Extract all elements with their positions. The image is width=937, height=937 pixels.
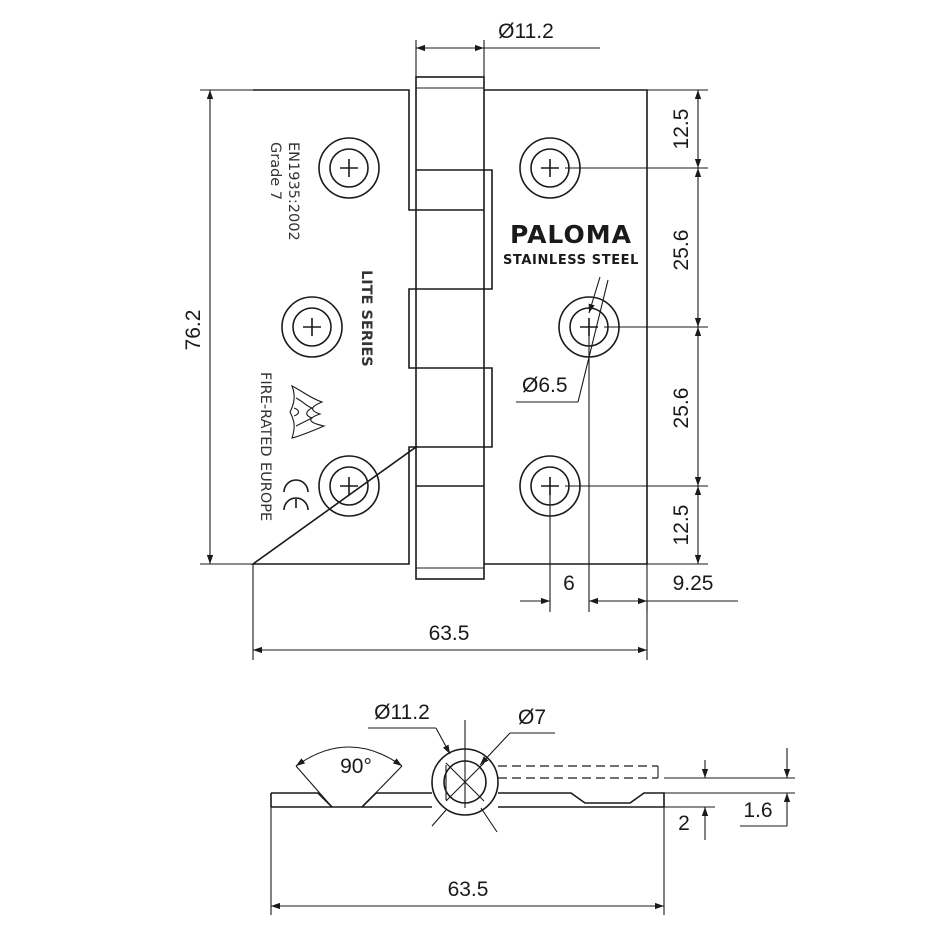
- dim-screw-hole-diameter: Ø6.5: [522, 374, 568, 397]
- section-left-leaf: [270, 792, 432, 808]
- ce-mark-icon: [283, 479, 309, 511]
- fire-rating-marking: FIRE-RATED: [257, 372, 273, 457]
- dim-hole-spacing-upper: 25.6: [670, 230, 693, 271]
- front-view: EN1935:2002 Grade 7 LITE SERIES FIRE-RAT…: [182, 20, 738, 660]
- dim-height: 76.2: [182, 310, 205, 351]
- region-marking: EUROPE: [257, 462, 273, 521]
- section-right-leaf: [498, 792, 665, 808]
- standard-marking: EN1935:2002: [285, 142, 301, 241]
- dim-outer-diameter: Ø11.2: [374, 701, 430, 724]
- section-view: 90° Ø11.2 Ø7 2 1.6: [270, 701, 795, 915]
- dim-knuckle-diameter: Ø11.2: [498, 20, 554, 43]
- dim-countersink-angle: 90°: [340, 755, 372, 778]
- dim-width: 63.5: [429, 622, 470, 645]
- screw-hole-left-middle: [281, 296, 343, 358]
- left-leaf-outline: [250, 89, 419, 565]
- dim-leaf-thickness: 2: [678, 812, 690, 835]
- dim-pin-diameter: Ø7: [518, 706, 546, 729]
- dim-bottom-offset: 12.5: [670, 505, 693, 546]
- dim-hole-offset: 6: [563, 572, 575, 595]
- dim-overall-width: 63.5: [448, 878, 489, 901]
- dim-offset-thickness: 1.6: [743, 799, 772, 822]
- screw-hole-left-bottom: [318, 455, 380, 517]
- brand-logo: PALOMA: [510, 220, 632, 249]
- material-marking: STAINLESS STEEL: [503, 253, 639, 268]
- dim-edge-distance: 9.25: [673, 572, 714, 595]
- knuckle-barrel: [415, 76, 485, 580]
- screw-hole-left-top: [318, 137, 380, 199]
- flame-icon: [289, 384, 326, 439]
- dim-hole-spacing-lower: 25.6: [670, 388, 693, 429]
- series-marking: LITE SERIES: [358, 270, 374, 367]
- grade-marking: Grade 7: [267, 142, 283, 200]
- dim-top-offset: 12.5: [670, 109, 693, 150]
